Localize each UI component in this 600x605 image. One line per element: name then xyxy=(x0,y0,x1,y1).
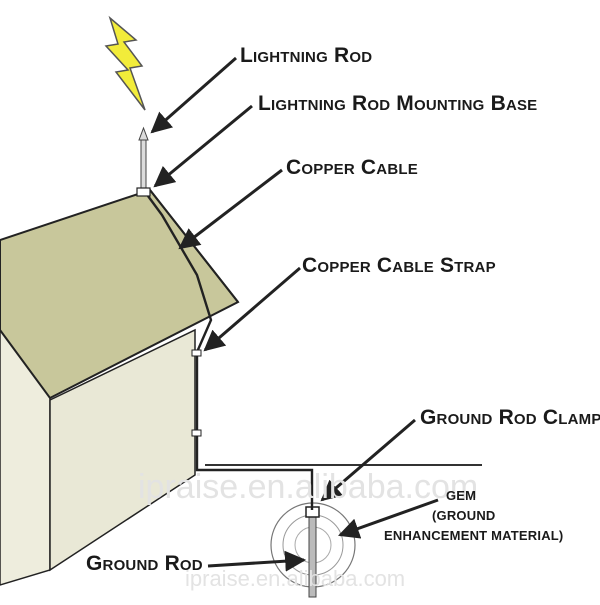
label-gem-detail-1: (GROUND xyxy=(432,508,496,523)
watermark-center: ipraise.en.alibaba.com xyxy=(138,468,479,506)
watermark-bottom: ipraise.en.alibaba.com xyxy=(185,566,406,591)
pointer-arrows xyxy=(150,56,439,572)
cable-strap-2 xyxy=(191,429,202,437)
label-lightning-rod: Lightning Rod xyxy=(240,44,373,67)
arrow-copper-cable xyxy=(178,168,283,250)
label-copper-cable: Copper Cable xyxy=(286,156,418,179)
house-side-wall xyxy=(49,328,196,572)
arrow-gem xyxy=(338,498,439,539)
label-mounting-base: Lightning Rod Mounting Base xyxy=(258,92,538,115)
arrow-lightning-rod xyxy=(150,56,237,134)
label-gem-detail-2: ENHANCEMENT MATERIAL) xyxy=(384,528,564,543)
label-cable-strap: Copper Cable Strap xyxy=(302,254,496,277)
arrow-ground-rod xyxy=(207,550,307,572)
label-ground-rod: Ground Rod xyxy=(86,552,203,575)
lightning-rod-tip xyxy=(138,126,149,141)
label-ground-rod-clamp: Ground Rod Clamp xyxy=(420,406,600,429)
arrow-mounting-base xyxy=(153,104,253,188)
arrow-ground-rod-clamp xyxy=(320,418,416,502)
arrow-cable-strap xyxy=(203,266,301,352)
house xyxy=(0,188,240,586)
cable-strap-1 xyxy=(191,349,202,357)
label-gem: GEM xyxy=(446,488,477,503)
lightning-rod-mast xyxy=(140,139,147,196)
mounting-base-shape xyxy=(136,187,151,197)
lightning-bolt-icon xyxy=(104,15,146,111)
